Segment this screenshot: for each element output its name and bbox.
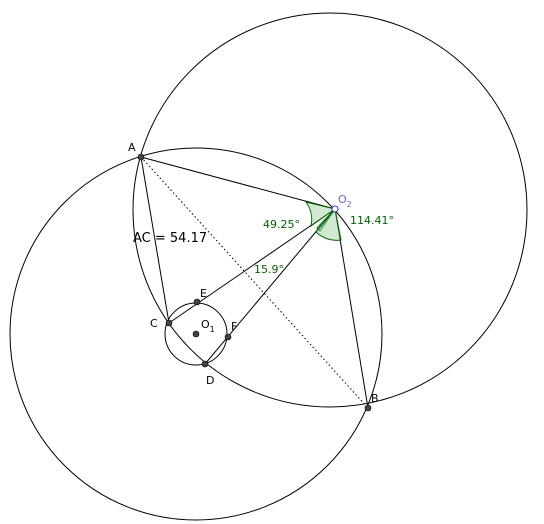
angle-label-AO2E: 49.25° — [263, 218, 300, 231]
point-F — [224, 333, 232, 341]
large-right-circle — [132, 12, 528, 408]
segment-O2B — [334, 208, 369, 409]
segment-AC — [140, 156, 170, 324]
point-O2 — [331, 205, 339, 213]
label-C: C — [150, 317, 158, 330]
segment-CO2 — [168, 208, 336, 324]
point-E — [193, 298, 201, 306]
label-D: D — [206, 374, 214, 387]
segment-DO2 — [204, 208, 336, 365]
angle-sector-FO2B — [315, 207, 342, 241]
point-C — [165, 319, 173, 327]
point-D — [201, 360, 209, 368]
point-A — [137, 153, 145, 161]
large-left-circle — [9, 147, 383, 521]
angle-label-FO2B: 114.41° — [350, 214, 394, 227]
label-O2-sub: 2 — [347, 200, 352, 209]
label-O2-letter: O — [338, 193, 347, 206]
point-B — [364, 404, 372, 412]
label-O1-sub: 1 — [210, 325, 215, 334]
label-B: B — [371, 392, 379, 405]
label-O1: O1 — [201, 318, 215, 334]
label-A: A — [128, 141, 136, 154]
label-E: E — [200, 287, 207, 300]
label-O2: O2 — [338, 193, 352, 209]
label-F: F — [231, 320, 237, 333]
angle-label-EO2F: 15.9° — [254, 263, 284, 276]
label-O1-letter: O — [201, 318, 210, 331]
measurement-AC: AC = 54.17 — [133, 231, 207, 246]
segment-AB-dotted — [140, 156, 369, 409]
segment-AO2 — [140, 156, 336, 210]
point-O1 — [192, 330, 200, 338]
angle-sector-AO2E — [304, 201, 337, 228]
